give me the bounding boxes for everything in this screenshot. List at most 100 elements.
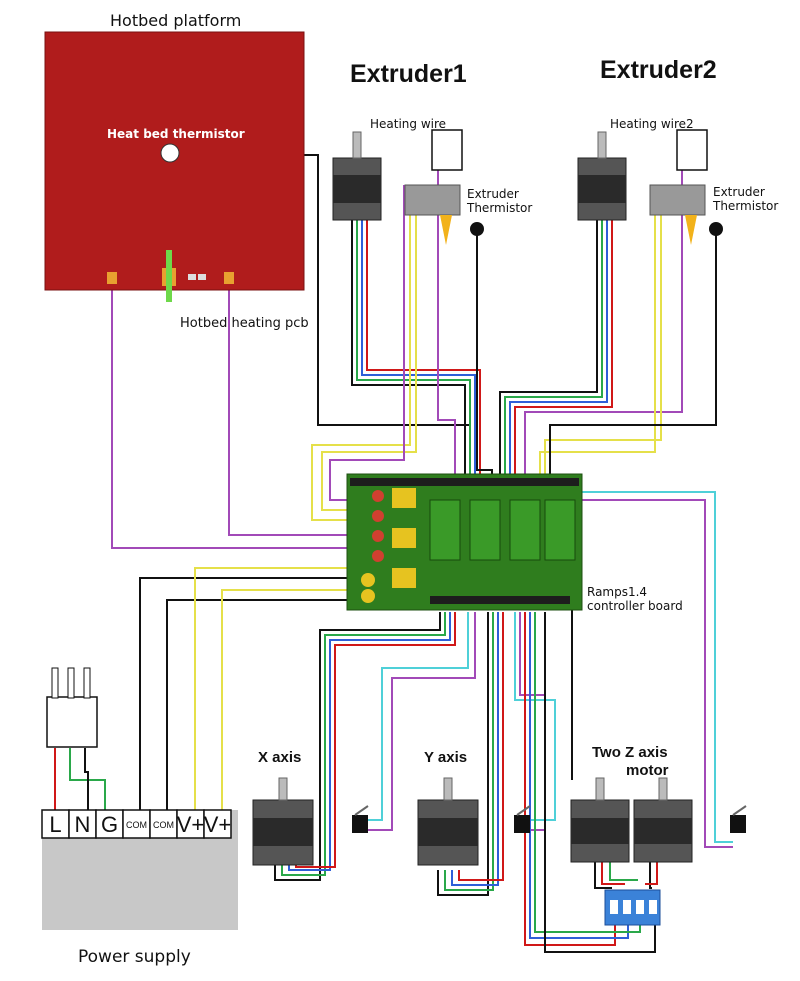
ramps-driver-slot-2 [469,499,501,561]
hotbed-led-lead [166,250,172,302]
wire-e2-motor-red [514,220,613,478]
extruder1-motor-band [333,175,381,203]
wire-y-motor-green [444,612,494,891]
y-motor-shaft [443,777,453,801]
wire-psu-v-2 [221,589,355,810]
terminal-box-2 [95,809,124,839]
x-axis-label: X axis [258,749,301,766]
heating-wire2-label: Heating wire2 [610,117,694,131]
z-endstop-lever [732,805,747,816]
ramps-mosfet-1 [392,488,416,508]
ramps-driver-slot-3 [509,499,541,561]
ramps-terminal-4 [372,550,384,562]
wire-z-green [534,612,641,933]
plug-pin-2 [67,667,75,699]
wire-z-endstop-purple [575,499,733,848]
wire-z2-down-2 [645,862,658,885]
plug-pin-3 [83,667,91,699]
heat-bed-thermistor-marker [160,143,180,163]
terminal-label-2: G [101,812,118,837]
power-supply-label: Power supply [78,947,191,967]
terminal-label-6: V+ [204,812,232,837]
wire-x-motor-blue [288,612,451,871]
ramps-header-bottom [430,596,570,604]
extruder2-group [577,129,723,245]
heating-wire-1-box [431,129,463,171]
extruder1-group [332,129,484,245]
wire-x-endstop-purple [365,612,476,831]
wire-y-endstop-purple [519,612,546,831]
wire-e1-motor-black [351,220,466,478]
z-endstop-body [730,815,746,833]
hotbed-resistor [188,274,196,280]
ramps-label-1: Ramps1.4 [587,585,647,599]
extruder1-hotend-block [404,184,461,216]
z-splitter-pin-3 [636,900,644,914]
terminal-box-6 [203,809,232,839]
hotbed-pad-2 [224,272,234,284]
extruder2-fan [709,222,723,236]
wire-x-endstop-cyan [365,612,469,821]
terminal-label-3: COM [126,820,147,830]
extruder1-thermistor-label-1: Extruder [467,187,519,201]
z-endstop [730,805,747,833]
z1-motor-shaft [595,777,605,801]
wire-psu-com-1 [139,577,355,810]
wire-e2-fan [549,235,717,478]
plug-pin-1 [51,667,59,699]
terminal-label-1: N [75,812,91,837]
z-splitter-pin-4 [649,900,657,914]
y-axis-motor [417,777,479,866]
x-axis-motor [252,777,314,866]
wire-x-motor-red [295,612,456,868]
terminal-box-3 [122,809,151,839]
wire-e2-thermistor-yellow-2 [544,185,662,478]
ramps-terminal-3 [372,530,384,542]
wire-z-red [524,612,616,946]
wire-e1-thermistor-purple [329,185,405,501]
ramps-power-terminal-2 [361,589,375,603]
wire-e2-heater [524,170,683,478]
wire-e1-heater [437,170,456,478]
extruder1-label: Extruder1 [350,60,467,88]
y-motor-band [418,818,478,846]
heating-wire-label: Heating wire [370,117,446,131]
z-axis-motor-1 [570,777,630,863]
heating-wire-2-box [676,129,708,171]
hotbed-resistor-2 [198,274,206,280]
wire-e1-thermistor-yellow [311,185,411,521]
terminal-label-4: COM [153,820,174,830]
z-splitter-pin-1 [610,900,618,914]
wire-hotbed-heater-1 [111,285,355,549]
extruder2-hotend-block [649,184,706,216]
wire-z-black-2 [544,612,656,953]
x-endstop-lever [354,805,369,816]
ramps-pcb [346,473,583,611]
mains-plug [46,696,98,748]
ramps-driver-slot-4 [544,499,576,561]
ramps-mosfet-3 [392,568,416,588]
z-axis-motor-2 [633,777,693,863]
wire-psu-com-2 [166,599,355,810]
terminal-box-4 [149,809,178,839]
extruder2-motor-band [578,175,626,203]
ramps-terminal-2 [372,510,384,522]
z-splitter-pin-2 [623,900,631,914]
wire-e2-motor-green [504,220,603,478]
ramps-label-2: controller board [587,599,683,613]
wire-z2-down-1 [649,862,652,889]
wire-e1-motor-red [366,220,481,478]
wire-e1-motor-blue [361,220,476,478]
wires [54,154,733,953]
wire-e2-thermistor-yellow [539,185,656,478]
wire-z1-down-3 [609,862,638,881]
z-axis-label-2: motor [626,762,669,779]
ramps-board [346,473,583,611]
x-motor-band [253,818,313,846]
extruder1-motor-shaft [352,131,362,159]
extruder2-thermistor-label-2: Thermistor [712,199,778,213]
extruder1-thermistor-label-2: Thermistor [466,201,532,215]
wire-y-motor-red [458,612,504,881]
terminal-label-0: L [49,812,61,837]
